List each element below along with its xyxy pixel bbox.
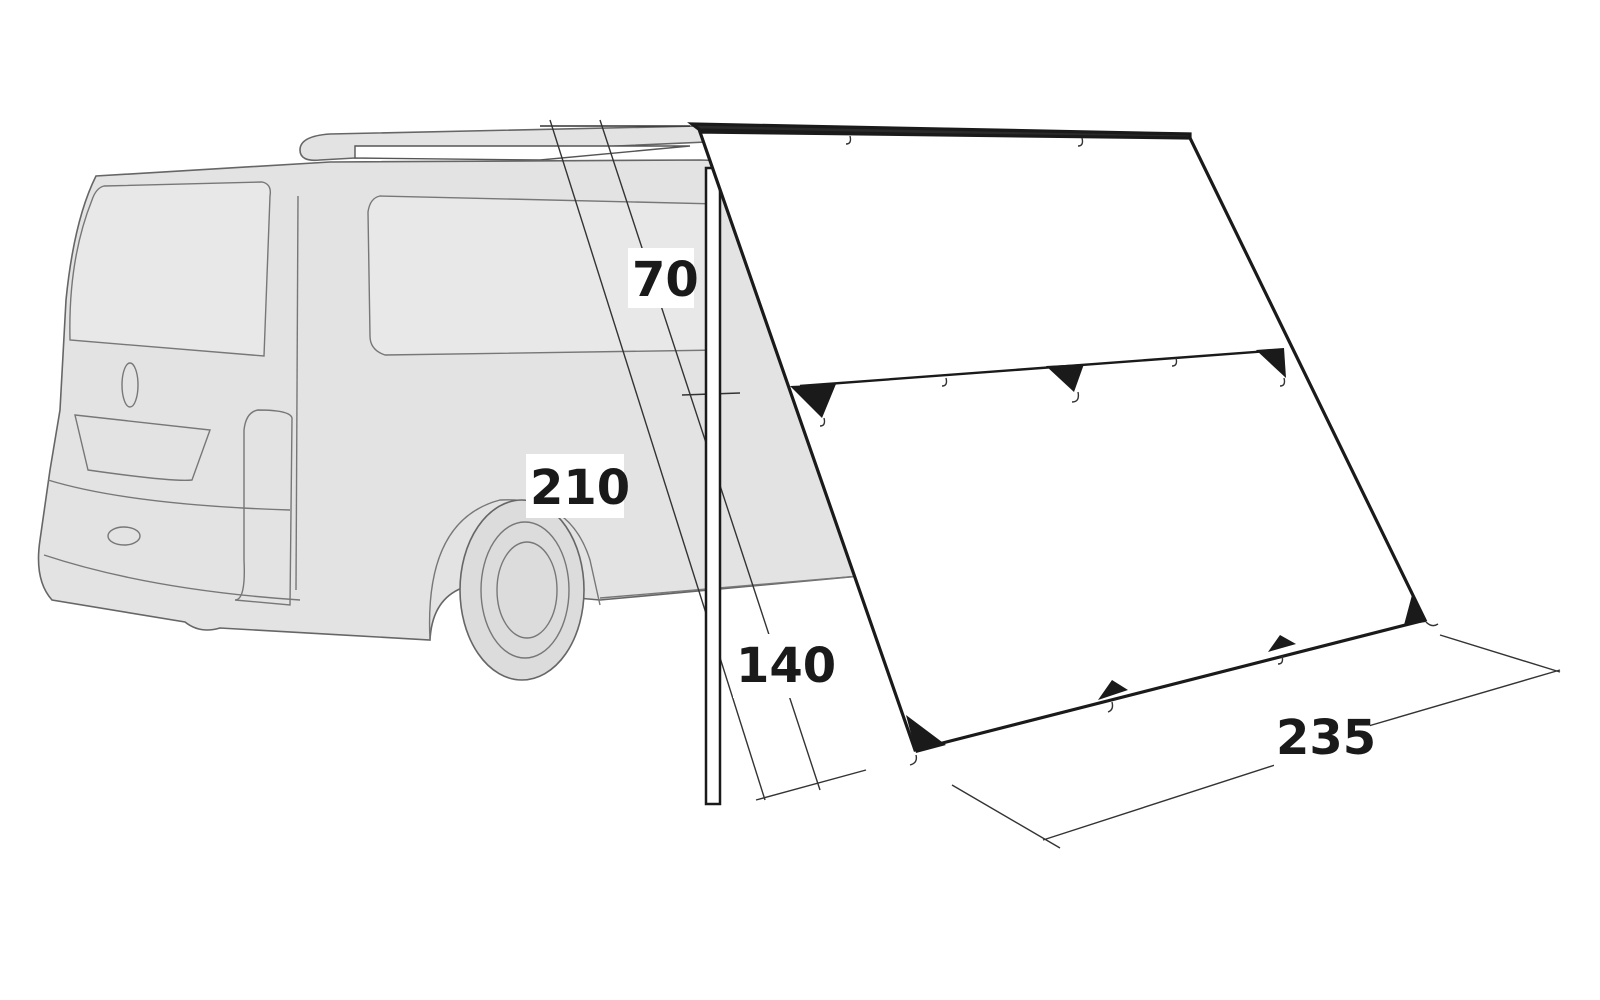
pole-illustration [704,166,722,806]
label-height-upper: 70 [632,252,699,308]
label-width: 235 [1276,710,1376,766]
dimension-labels: 70 210 140 235 [526,248,1376,770]
label-height-total: 210 [530,460,630,516]
awning-illustration [687,122,1439,766]
label-height-lower: 140 [736,638,836,694]
